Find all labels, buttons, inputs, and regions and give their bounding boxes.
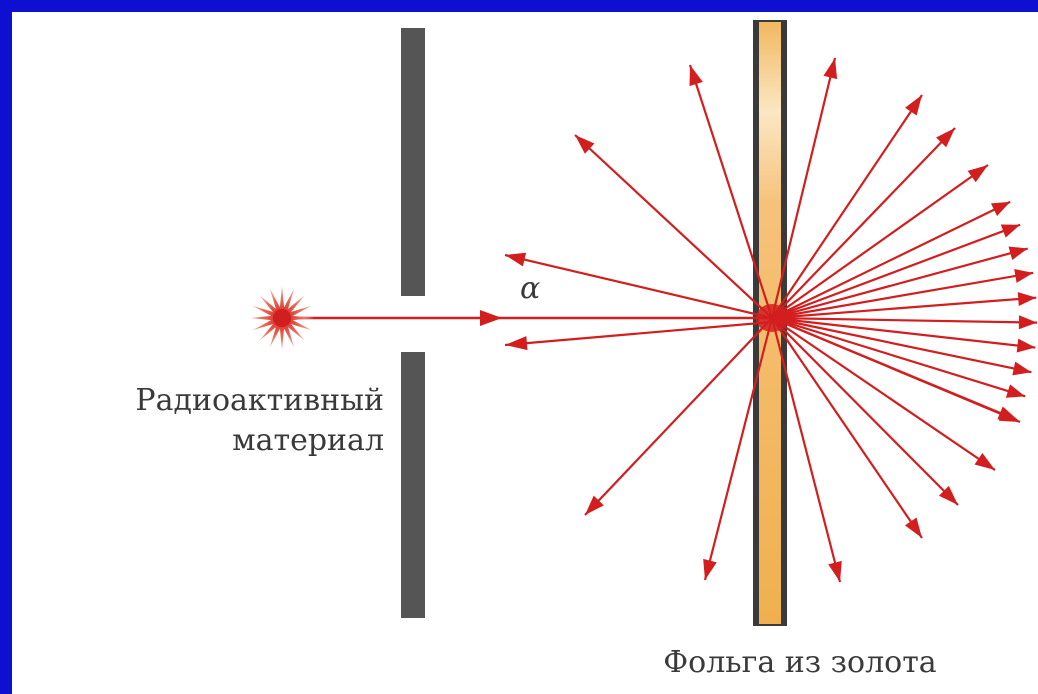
scattered-ray-3 <box>585 318 772 515</box>
scattered-ray-2 <box>505 255 772 318</box>
scattered-ray-2-arrowhead <box>505 253 526 267</box>
source-label-line-1: Радиоактивный <box>135 383 384 418</box>
forward-ray-9-arrowhead <box>1006 384 1025 397</box>
rutherford-scattering-diagram: α Радиоактивный материал Фольга из золот… <box>12 12 1038 694</box>
backscatter-ray <box>505 322 772 345</box>
scattered-ray-14 <box>772 318 922 538</box>
forward-ray-4-arrowhead <box>1014 269 1033 283</box>
forward-ray-7-arrowhead <box>1017 339 1036 353</box>
starburst-icon <box>250 286 314 350</box>
scattered-ray-4-arrowhead <box>703 559 717 580</box>
incident-beam-arrowhead <box>480 310 502 326</box>
scattered-ray-12-arrowhead <box>975 453 995 470</box>
forward-ray-2 <box>772 225 1020 318</box>
scattered-ray-5-arrowhead <box>690 65 703 86</box>
particle-label-alpha: α <box>520 271 540 306</box>
forward-ray-2-arrowhead <box>1001 225 1020 238</box>
scattered-ray-6-arrowhead <box>823 58 837 79</box>
foil-label: Фольга из золота <box>663 645 937 680</box>
diagram-panel: α Радиоактивный материал Фольга из золот… <box>12 12 1038 694</box>
scattered-rays <box>285 58 1037 582</box>
source-label-line-2: материал <box>232 423 384 458</box>
scattered-ray-8 <box>772 95 922 318</box>
forward-ray-3-arrowhead <box>1009 246 1028 260</box>
scattered-ray-10-arrowhead <box>968 165 988 182</box>
forward-ray-1 <box>772 202 1010 318</box>
scattered-ray-14-arrowhead <box>905 518 922 538</box>
scattered-ray-7-arrowhead <box>828 561 842 582</box>
forward-ray-8-arrowhead <box>1012 362 1031 376</box>
screen-lower-plate <box>401 352 425 618</box>
scattered-ray-9 <box>772 128 955 318</box>
backscatter-ray-arrowhead <box>505 336 528 350</box>
forward-ray-10-arrowhead <box>997 406 1016 419</box>
forward-ray-1-arrowhead <box>991 202 1010 216</box>
screen-upper-plate <box>401 28 425 296</box>
scattered-ray-8-arrowhead <box>905 95 922 116</box>
forward-ray-5-arrowhead <box>1018 292 1036 306</box>
forward-ray-10 <box>772 318 1017 420</box>
forward-ray-4 <box>772 273 1033 318</box>
forward-ray-6-arrowhead <box>1019 315 1037 329</box>
impact-cluster <box>756 304 788 332</box>
